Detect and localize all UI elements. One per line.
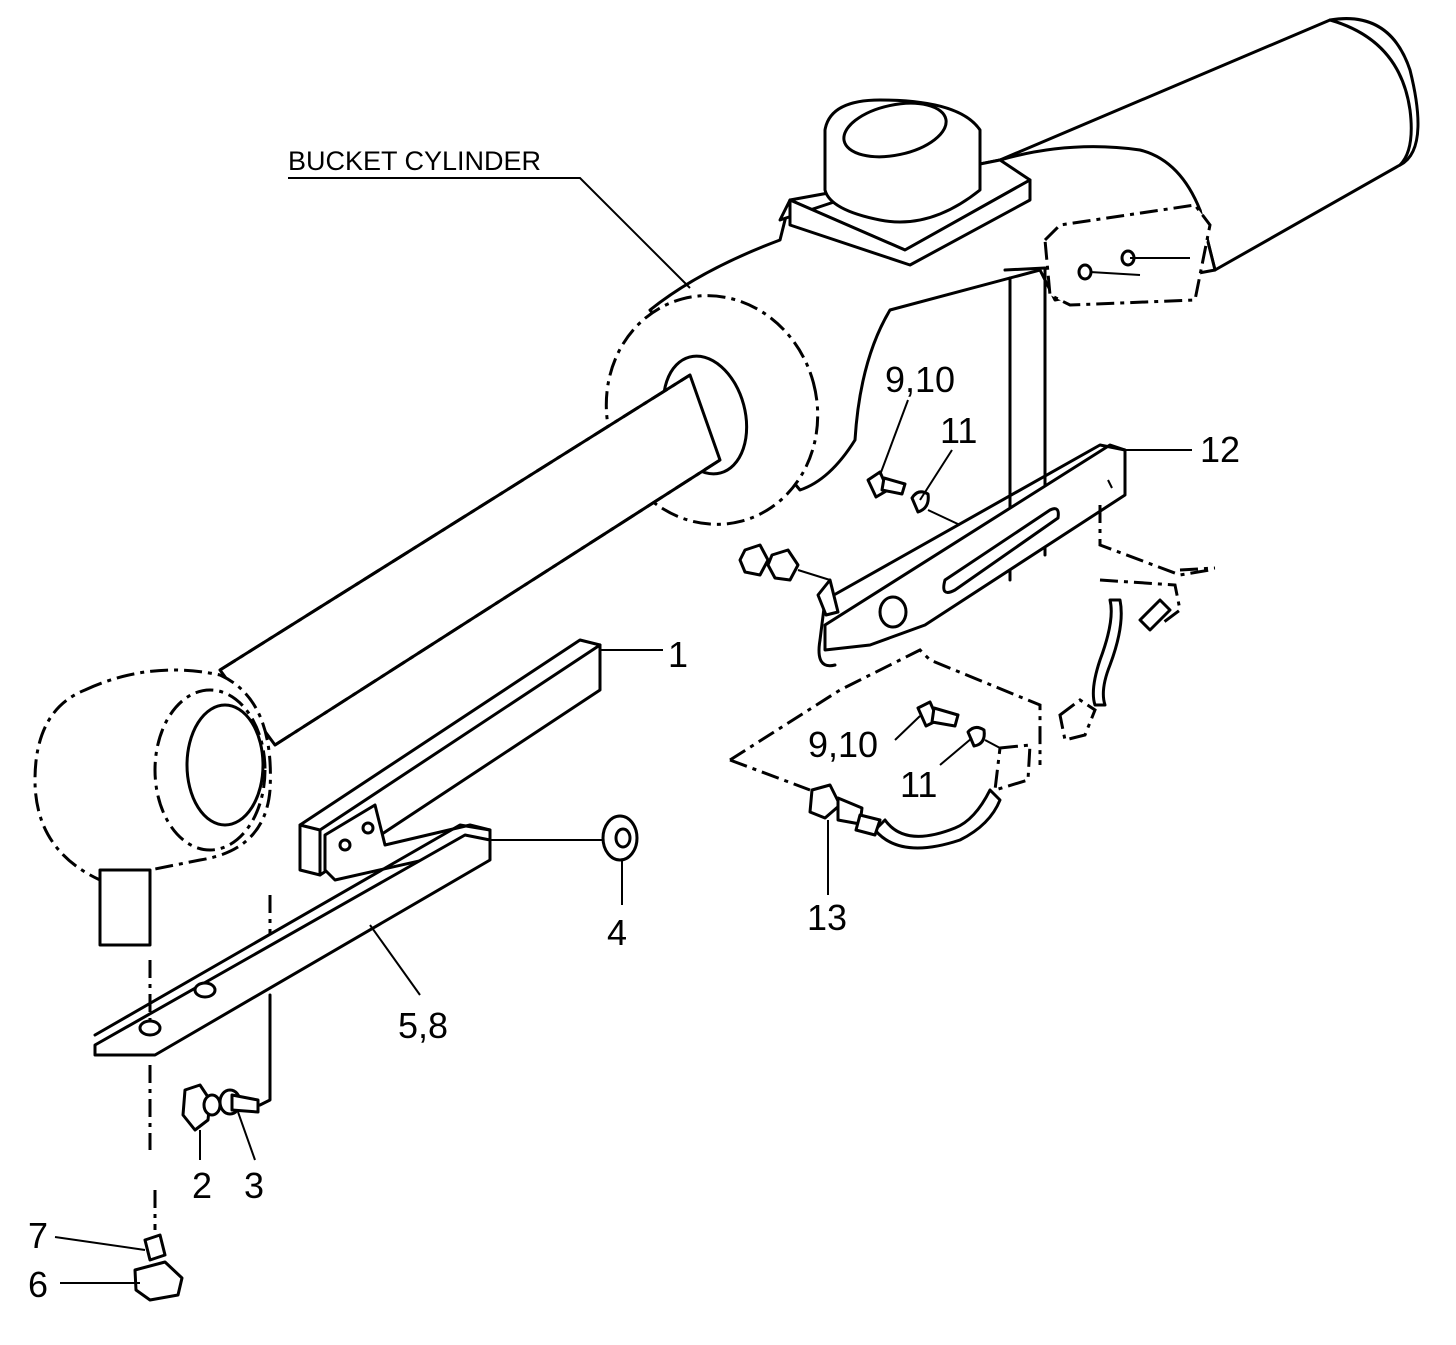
left-bracket-assembly xyxy=(93,638,639,1302)
labels: BUCKET CYLINDER 1 4 5,8 2 3 7 6 9,10 11 … xyxy=(28,146,1240,1305)
callout-3: 3 xyxy=(244,1165,264,1206)
right-bracket-assembly xyxy=(729,203,1216,850)
callout-11-lower: 11 xyxy=(900,764,937,805)
callout-2: 2 xyxy=(192,1165,212,1206)
callout-9-10-upper: 9,10 xyxy=(885,359,955,400)
callout-1: 1 xyxy=(668,634,688,675)
callout-leaders xyxy=(54,177,1192,1284)
bucket-cylinder-label: BUCKET CYLINDER xyxy=(288,146,541,176)
callout-11-upper: 11 xyxy=(940,410,977,451)
callout-12: 12 xyxy=(1200,429,1240,470)
callout-6: 6 xyxy=(28,1264,48,1305)
callout-5-8: 5,8 xyxy=(398,1005,448,1046)
callout-13: 13 xyxy=(807,897,847,938)
callout-4: 4 xyxy=(607,912,627,953)
callout-7: 7 xyxy=(28,1215,48,1256)
callout-9-10-lower: 9,10 xyxy=(808,724,878,765)
bucket-cylinder xyxy=(33,17,1420,947)
